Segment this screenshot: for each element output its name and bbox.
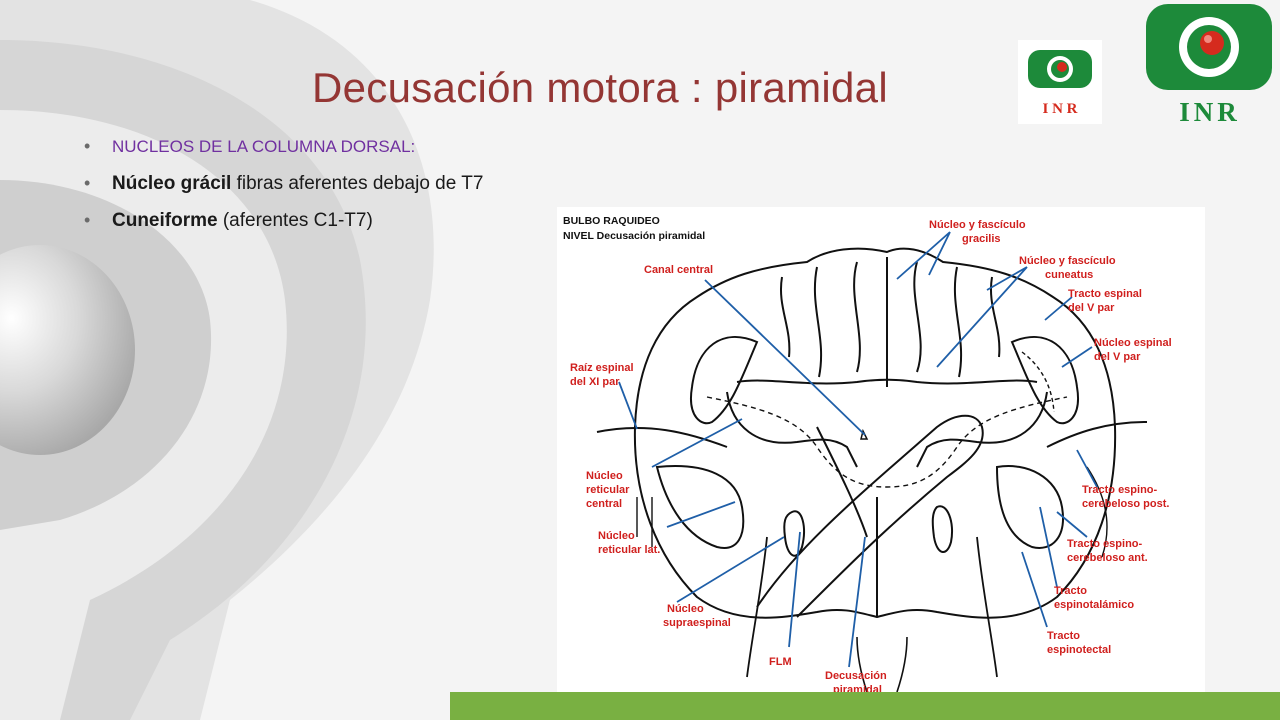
- label-espinocerebeloso-ant-1: Tracto espino-: [1067, 538, 1143, 550]
- label-tracto-espinal-v-2: del V par: [1068, 302, 1115, 314]
- label-espinocerebeloso-post-1: Tracto espino-: [1082, 484, 1158, 496]
- slide-title: Decusación motora : piramidal: [312, 64, 888, 111]
- label-reticular-lat-2: reticular lat.: [598, 544, 660, 556]
- label-raiz-xi-1: Raíz espinal: [570, 362, 634, 374]
- bullet-list: NUCLEOS DE LA COLUMNA DORSAL: Núcleo grá…: [84, 132, 483, 243]
- bullet-item: Cuneiforme (aferentes C1-T7): [84, 206, 483, 243]
- label-espinotalamico-2: espinotalámico: [1054, 599, 1134, 611]
- diagram-header-line2: NIVEL Decusación piramidal: [563, 230, 705, 242]
- label-espinotalamico-1: Tracto: [1054, 585, 1087, 597]
- label-espinotectal-2: espinotectal: [1047, 644, 1111, 656]
- bullet-item: Núcleo grácil fibras aferentes debajo de…: [84, 169, 483, 206]
- label-flm: FLM: [769, 656, 792, 668]
- logo-inr-small: I N R: [1018, 40, 1102, 124]
- medulla-outline: [596, 247, 1148, 693]
- bullet-bold-term: Cuneiforme: [112, 210, 218, 231]
- label-supraespinal-2: supraespinal: [663, 617, 731, 629]
- label-nucleo-espinal-v-2: del V par: [1094, 351, 1141, 363]
- label-reticular-central-2: reticular: [586, 484, 630, 496]
- label-supraespinal-1: Núcleo: [667, 603, 704, 615]
- label-reticular-central-1: Núcleo: [586, 470, 623, 482]
- label-canal-central: Canal central: [644, 264, 713, 276]
- pointer-lines: [618, 231, 1098, 668]
- bullet-text: NUCLEOS DE LA COLUMNA DORSAL:: [112, 137, 416, 156]
- label-cuneatus-1: Núcleo y fascículo: [1019, 255, 1116, 267]
- label-reticular-central-3: central: [586, 498, 622, 510]
- bullet-text: (aferentes C1-T7): [217, 210, 373, 231]
- label-raiz-xi-2: del XI par: [570, 376, 620, 388]
- label-nucleo-espinal-v-1: Núcleo espinal: [1094, 337, 1172, 349]
- label-cuneatus-2: cuneatus: [1045, 269, 1093, 281]
- label-espinocerebeloso-post-2: cerebeloso post.: [1082, 498, 1169, 510]
- bullet-bold-term: Núcleo grácil: [112, 173, 232, 194]
- label-tracto-espinal-v-1: Tracto espinal: [1068, 288, 1142, 300]
- diagram-header-line1: BULBO RAQUIDEO: [563, 215, 660, 227]
- label-gracilis-2: gracilis: [962, 233, 1001, 245]
- label-espinocerebeloso-ant-2: cerebeloso ant.: [1067, 552, 1148, 564]
- logo-text: I N R: [1042, 101, 1077, 117]
- bullet-text: fibras aferentes debajo de T7: [231, 173, 484, 194]
- label-decusacion-1: Decusación: [825, 670, 887, 682]
- label-espinotectal-1: Tracto: [1047, 630, 1080, 642]
- label-reticular-lat-1: Núcleo: [598, 530, 635, 542]
- logo-inr-large: INR: [1138, 0, 1280, 128]
- label-gracilis-1: Núcleo y fascículo: [929, 219, 1026, 231]
- medulla-diagram: BULBO RAQUIDEO NIVEL Decusación piramida…: [557, 207, 1205, 697]
- footer-green-bar: [450, 692, 1280, 720]
- logo-text: INR: [1179, 97, 1241, 127]
- bullet-item: NUCLEOS DE LA COLUMNA DORSAL:: [84, 132, 483, 169]
